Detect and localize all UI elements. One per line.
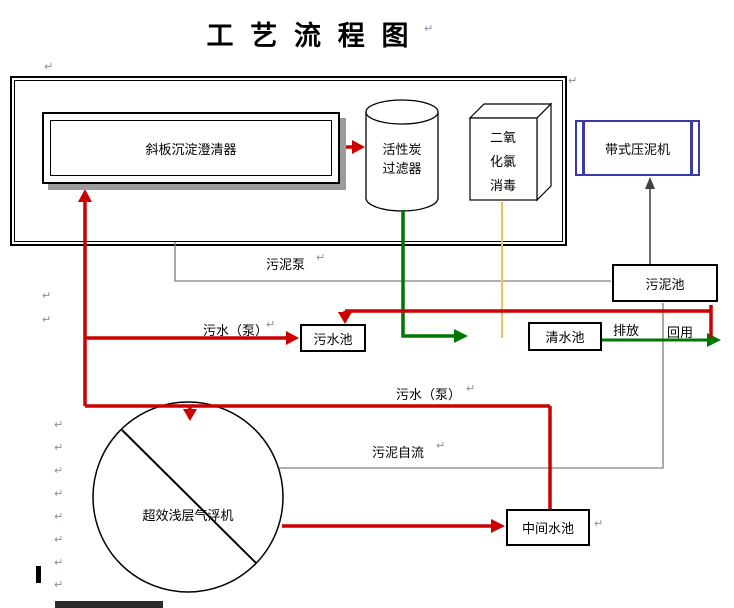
clarifier-label: 斜板沉淀澄清器 [145,141,237,157]
sewage-pump-label-left: 污水（泵） [203,323,269,338]
middle-tank-label: 中间水池 [521,521,574,536]
carbon-filter-label: 活性炭 过滤器 [368,140,436,178]
sludge-tank-label: 污泥池 [645,276,685,292]
bottom-bar [55,601,163,608]
belt-press-side-bar-left [582,122,585,174]
belt-press-side-bar-right [690,122,693,174]
middle-tank-box[interactable]: 中间水池 [506,509,590,546]
sludge-gravity-label: 污泥自流 [372,445,425,460]
disinfection-label-line3: 消毒 [489,178,516,193]
disinfection-label: 二氧 化氯 消毒 [472,126,534,198]
return-mark: ↵ [54,511,64,523]
return-mark: ↵ [42,290,52,302]
return-mark: ↵ [568,75,578,87]
sludge-pump-label: 污泥泵 [266,257,306,272]
disinfection-label-line1: 二氧 [489,130,516,145]
return-mark: ↵ [54,442,64,454]
discharge-label: 排放 [613,323,640,338]
return-mark: ↵ [266,319,276,331]
return-mark: ↵ [54,419,64,431]
return-mark: ↵ [54,557,64,569]
clean-tank-box[interactable]: 清水池 [528,322,602,351]
return-mark: ↵ [466,383,476,395]
sludge-pump-line [174,242,611,282]
return-mark: ↵ [54,534,64,546]
page-title: 工 艺 流 程 图 [206,21,414,51]
return-mark: ↵ [316,252,326,264]
clean-tank-label: 清水池 [545,330,585,345]
disinfection-label-line2: 化氯 [489,154,516,169]
belt-press-box[interactable]: 带式压泥机 [575,120,700,176]
sludge-tank-box[interactable]: 污泥池 [612,264,718,302]
return-mark: ↵ [54,465,64,477]
belt-press-label: 带式压泥机 [604,141,670,157]
return-mark: ↵ [54,579,64,591]
return-mark: ↵ [54,488,64,500]
clarifier-box-inner: 斜板沉淀澄清器 [50,120,332,176]
cursor-mark [36,566,41,583]
sewage-pump-label-mid: 污水（泵） [396,387,462,402]
flotation-label: 超效浅层气浮机 [142,508,234,523]
clarifier-box[interactable]: 斜板沉淀澄清器 [42,112,340,184]
flotation-circle[interactable] [92,401,284,593]
sewage-tank-label: 污水池 [313,331,353,347]
carbon-filter-label-line2: 过滤器 [382,161,422,176]
reuse-label: 回用 [667,325,694,340]
carbon-filter-label-line1: 活性炭 [382,142,422,157]
return-mark: ↵ [436,440,446,452]
return-mark: ↵ [42,314,52,326]
return-mark: ↵ [424,23,434,35]
sludge-to-press-arrow [645,177,655,264]
sewage-tank-box[interactable]: 污水池 [300,324,366,352]
treatment-unit-frame-inner [14,80,563,242]
return-mark: ↵ [594,518,604,530]
return-mark: ↵ [44,61,54,73]
